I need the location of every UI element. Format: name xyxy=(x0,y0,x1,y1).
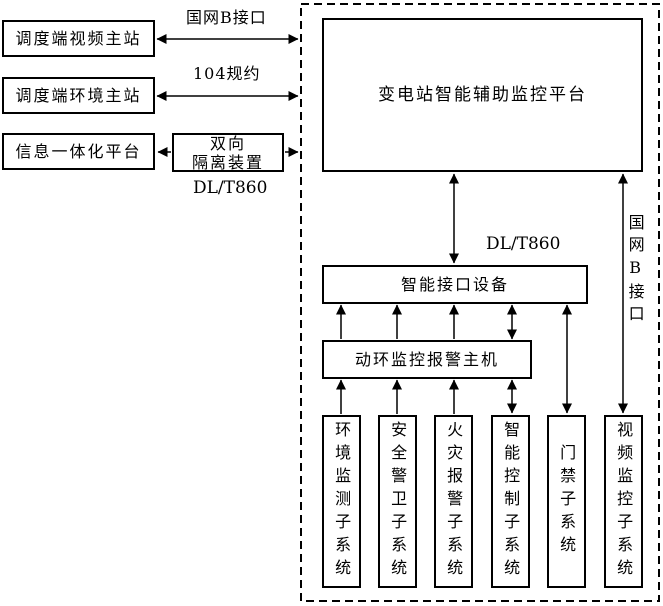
label-guowang-b-interface-top: 国网B接口 xyxy=(186,8,267,27)
box-subsystem-intelligent-control: 智能控制子系统 xyxy=(491,415,530,588)
alarm-host-label: 动环监控报警主机 xyxy=(354,349,499,369)
label-guowang-b-interface-vertical: 国网B接口 xyxy=(625,214,645,327)
label-dlt860-left: DL/T860 xyxy=(193,178,268,198)
box-isolation-device: 双向 隔离装置 xyxy=(172,133,284,172)
label-dlt860-right: DL/T860 xyxy=(486,234,561,254)
box-subsystem-fire-alarm: 火灾报警子系统 xyxy=(434,415,473,588)
dispatch-env-master-label: 调度端环境主站 xyxy=(15,85,142,105)
isolation-device-label-line1: 双向 xyxy=(209,133,246,153)
subsystem-security-label: 安全警卫子系统 xyxy=(388,421,408,582)
interface-device-label: 智能接口设备 xyxy=(400,274,509,294)
subsystem-fire-alarm-label: 火灾报警子系统 xyxy=(444,421,464,582)
dispatch-video-master-label: 调度端视频主站 xyxy=(15,28,142,48)
info-integration-platform-label: 信息一体化平台 xyxy=(15,141,142,161)
box-interface-device: 智能接口设备 xyxy=(322,265,588,304)
subsystem-access-control-label: 门禁子系统 xyxy=(557,444,577,559)
box-dispatch-env-master: 调度端环境主站 xyxy=(2,77,155,114)
box-subsystem-security: 安全警卫子系统 xyxy=(378,415,417,588)
subsystem-environment-label: 环境监测子系统 xyxy=(332,421,352,582)
box-subsystem-video-monitoring: 视频监控子系统 xyxy=(604,415,643,588)
box-alarm-host: 动环监控报警主机 xyxy=(322,340,532,379)
box-subsystem-access-control: 门禁子系统 xyxy=(547,415,586,588)
substation-boundary xyxy=(300,3,660,602)
box-substation-platform: 变电站智能辅助监控平台 xyxy=(322,18,643,172)
box-info-integration-platform: 信息一体化平台 xyxy=(2,133,155,170)
subsystem-intelligent-control-label: 智能控制子系统 xyxy=(501,421,521,582)
isolation-device-label-line2: 隔离装置 xyxy=(191,152,264,172)
substation-platform-label: 变电站智能辅助监控平台 xyxy=(378,84,587,105)
box-subsystem-environment: 环境监测子系统 xyxy=(322,415,361,588)
subsystem-video-monitoring-label: 视频监控子系统 xyxy=(614,421,634,582)
label-104-protocol: 104规约 xyxy=(193,64,261,83)
box-dispatch-video-master: 调度端视频主站 xyxy=(2,20,155,57)
